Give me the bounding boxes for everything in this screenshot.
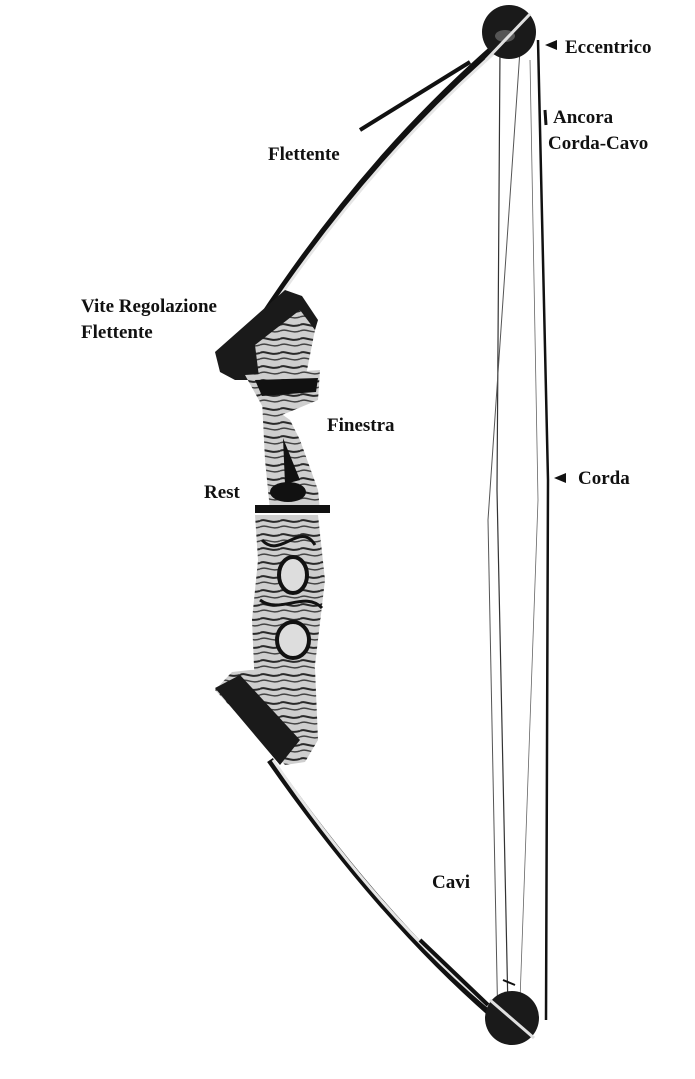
upper-eccentric-cam xyxy=(482,5,536,62)
label-eccentrico: Eccentrico xyxy=(565,37,652,58)
label-ancora: Ancora xyxy=(553,107,614,128)
label-finestra: Finestra xyxy=(327,415,395,436)
pointer-icon xyxy=(554,473,566,483)
upper-limb xyxy=(259,29,515,320)
label-vite-flettente: Flettente xyxy=(81,322,153,343)
label-flettente-upper: Flettente xyxy=(268,144,340,165)
label-corda: Corda xyxy=(578,468,630,489)
lower-eccentric-cam xyxy=(485,991,539,1045)
pointer-icon xyxy=(545,40,557,50)
bowstring xyxy=(536,39,550,1021)
label-cavi: Cavi xyxy=(432,872,470,893)
label-corda-cavo: Corda-Cavo xyxy=(548,133,649,154)
label-vite-regolazione: Vite Regolazione xyxy=(81,296,217,317)
string-cable-anchor xyxy=(543,109,548,126)
lower-limb xyxy=(267,757,511,1031)
riser xyxy=(215,290,330,765)
cables xyxy=(487,49,539,1031)
label-rest: Rest xyxy=(204,482,240,503)
